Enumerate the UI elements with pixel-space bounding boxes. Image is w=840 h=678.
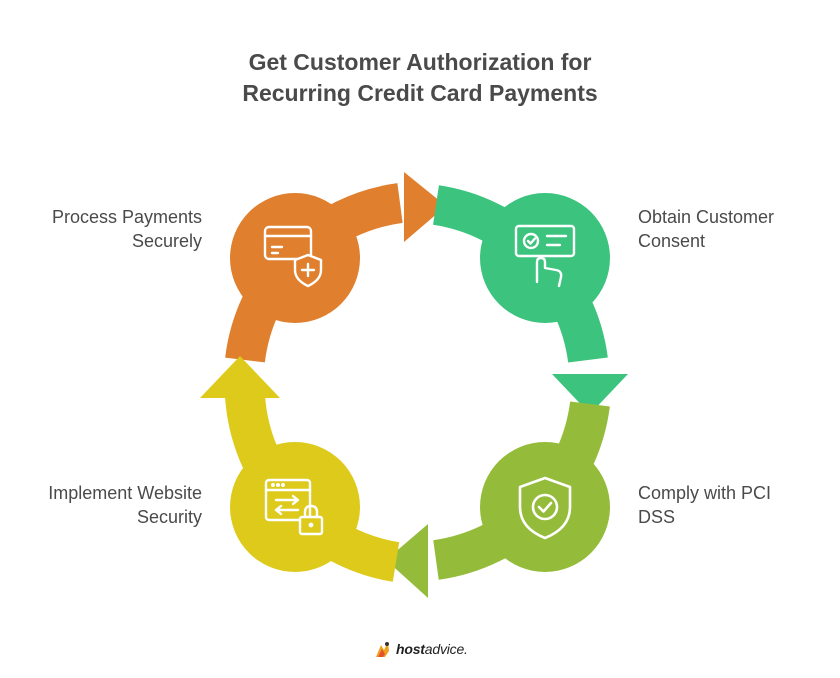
browser-lock-icon [264, 478, 324, 536]
brand-text-rest: advice. [424, 641, 468, 657]
hostadvice-logo-icon [376, 642, 389, 657]
arrow-head-green [552, 374, 628, 414]
step-label-line-1: Implement Website [48, 483, 202, 503]
footer-brand: hostadvice. [372, 637, 468, 661]
step-label-line-2: Security [136, 507, 202, 527]
step-label-line-1: Obtain Customer [638, 207, 775, 227]
touch-check-screen-icon [514, 224, 576, 288]
step-label-line-1: Comply with PCI [638, 483, 772, 503]
brand-text: hostadvice. [396, 641, 468, 657]
step-label-line-2: DSS [638, 507, 676, 527]
diagram-title: Get Customer Authorization for Recurring… [0, 47, 840, 109]
arrow-head-yellow [200, 356, 280, 398]
step-circle-comply-pci [480, 442, 610, 572]
step-label-website-security: Implement Website Security [48, 481, 202, 529]
brand-text-bold: host [396, 641, 425, 657]
step-label-process-payments: Process Payments Securely [52, 205, 202, 253]
step-label-line-2: Consent [638, 231, 706, 251]
arrow-head-lime [386, 524, 428, 598]
step-label-obtain-consent: Obtain Customer Consent [638, 205, 774, 253]
credit-card-shield-icon [263, 225, 323, 288]
arrow-head-orange [404, 172, 446, 242]
title-line-1: Get Customer Authorization for [248, 49, 592, 75]
step-circle-obtain-consent [480, 193, 610, 323]
step-label-line-2: Securely [131, 231, 202, 251]
shield-check-icon [518, 476, 572, 540]
title-line-2: Recurring Credit Card Payments [242, 80, 598, 106]
step-circle-website-security [230, 442, 360, 572]
step-label-comply-pci: Comply with PCI DSS [638, 481, 771, 529]
step-label-line-1: Process Payments [51, 207, 202, 227]
